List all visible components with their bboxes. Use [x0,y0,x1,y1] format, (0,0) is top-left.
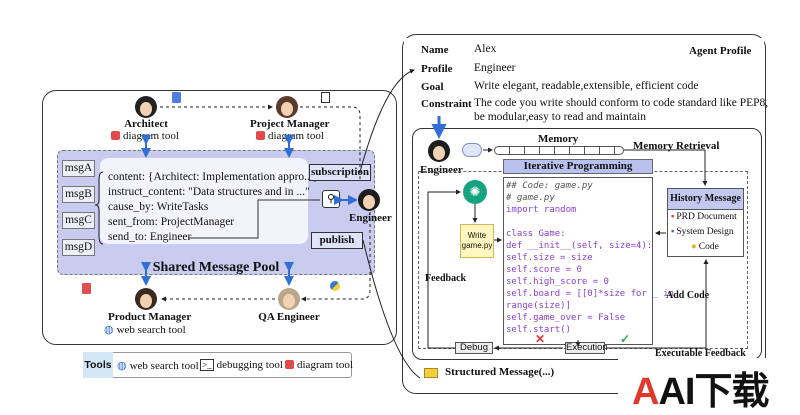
document-icon: ▪ [671,227,675,237]
diagram-icon [111,131,120,140]
watermark-logo: AAI下载 [632,371,769,413]
tools-debug: >_debugging tool [200,359,283,371]
message-box[interactable]: msgA [62,160,95,177]
product-manager-tool: ◍web search tool [104,324,186,336]
message-field-instruct: instruct_content: "Data structures and i… [108,186,310,198]
message-box[interactable]: msgD [62,239,95,256]
diagram-icon [285,360,294,369]
message-detail-card [100,158,308,244]
diagram-icon [256,131,265,140]
code-line: # game.py [506,193,555,203]
message-field-receiver: send_to: Engineer [108,231,192,243]
code-line: range(size)] [506,301,572,311]
code-line: self.start() [506,325,572,335]
message-field-cause: cause_by: WriteTasks [108,201,209,213]
project-manager-label: Project Manager [250,118,330,130]
brain-icon [462,143,482,157]
pdf-icon [82,283,91,294]
feedback-label: Feedback [425,273,467,284]
message-box[interactable]: msgC [62,212,95,229]
qa-engineer-label: QA Engineer [258,311,320,323]
memory-label: Memory [538,133,579,145]
project-manager-tool: diagram tool [256,130,324,142]
message-box[interactable]: msgB [62,186,95,203]
code-line: self.score = 0 [506,265,582,275]
structured-message-label: Structured Message(...) [445,366,555,378]
architect-avatar [135,96,157,118]
python-icon [330,281,340,291]
add-code-label: Add Code [666,290,710,301]
engineer-avatar-small [358,189,380,211]
success-icon: ✓ [620,332,631,346]
memory-bar [494,146,624,155]
iterative-programming-header: Iterative Programming [503,159,653,174]
pool-title: Shared Message Pool [152,260,280,275]
profile-role-key: Profile [421,63,453,75]
tools-diagram: diagram tool [285,359,353,371]
code-line: self.game_over = False [506,313,626,323]
history-message-list [667,209,744,257]
envelope-icon [424,368,438,378]
message-field-content: content: {Architect: Implementation appr… [108,171,319,183]
agent-profile-title: Agent Profile [689,45,752,57]
history-item-design: ▪System Design [671,227,734,237]
document-icon [321,92,330,103]
engineer-workflow-frame [412,128,762,360]
subscription-box: subscription [309,164,371,181]
engineer-label: Engineer [420,164,463,176]
globe-icon: ◍ [117,360,127,372]
message-field-sender: sent_from: ProjectManager [108,216,235,228]
tools-bar [83,352,352,378]
agent-profile-card [404,38,764,130]
document-icon [172,92,181,103]
code-editor [503,177,653,345]
python-icon: ● [691,242,697,252]
qa-engineer-avatar [278,288,300,310]
code-line: def __init__(self, size=4): [506,241,653,251]
code-line: class Game: [506,229,566,239]
execution-box: Execution [565,342,608,354]
code-line: import random [506,205,577,215]
watermark-backdrop [618,358,768,410]
terminal-icon: >_ [200,359,214,371]
project-manager-avatar [276,96,298,118]
profile-name-value: Alex [474,43,497,55]
write-file-note: Write game.py [460,224,494,258]
history-item-code: ●Code [691,242,719,252]
debug-box: Debug [455,342,493,354]
tools-web: ◍web search tool [117,360,199,372]
profile-constraint-key: Constraint [421,98,472,110]
profile-constraint-value-1: The code you write should conform to cod… [474,97,769,109]
globe-icon: ◍ [104,324,114,336]
profile-goal-value: Write elegant, readable,extensible, effi… [474,80,699,92]
profile-role-value: Engineer [474,62,516,74]
profile-name-key: Name [421,44,449,56]
pdf-icon: ▪ [671,212,675,222]
profile-goal-key: Goal [421,81,444,93]
profile-constraint-value-2: be modular,easy to read and maintain [474,111,646,123]
fail-icon: ✕ [535,332,546,346]
product-manager-avatar [135,288,157,310]
code-line: ## Code: game.py [506,181,593,191]
publish-box: publish [311,232,363,249]
history-item-prd: ▪PRD Document [671,212,737,222]
engineer-avatar [428,140,450,162]
code-line: self.high_score = 0 [506,277,609,287]
tools-key: Tools [83,352,113,378]
memory-retrieval-label: Memory Retrieval [633,140,720,152]
architect-label: Architect [124,118,168,130]
code-line: self.size = size [506,253,593,263]
llm-icon: ✺ [463,180,487,204]
code-line: self.board = [[0]*size for _ in [506,289,674,299]
product-manager-label: Product Manager [108,311,192,323]
multi-agent-frame [42,90,397,345]
executable-feedback-label: Executable Feedback [655,348,746,359]
